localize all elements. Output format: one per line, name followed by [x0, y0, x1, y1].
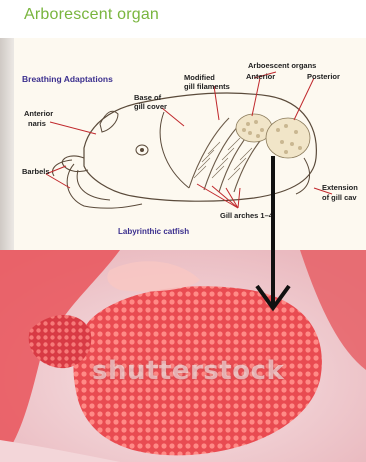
modified-gill-filaments — [194, 138, 252, 180]
watermark-text: shutterstock — [92, 356, 284, 386]
label-anterior-naris-1: Anterior — [24, 109, 53, 118]
label-barbels: Barbels — [22, 167, 50, 176]
label-arboescent-organs: Arboescent organs — [248, 61, 316, 70]
label-modified-2: gill filaments — [184, 82, 230, 91]
label-anterior-naris-2: naris — [28, 119, 46, 128]
barbel-2 — [77, 170, 110, 200]
arborescent-organ-posterior — [266, 118, 310, 158]
diagram-heading: Breathing Adaptations — [22, 74, 113, 84]
label-posterior: Posterior — [307, 72, 340, 81]
slide-title: Arborescent organ — [24, 6, 159, 24]
label-base-1: Base of — [134, 93, 162, 102]
label-extension-2: of gill cav — [322, 193, 357, 202]
down-arrow-icon — [253, 156, 293, 316]
gill-cover-base — [160, 112, 189, 188]
photo-panel: shutterstock — [0, 250, 366, 462]
diagram-caption: Labyrinthic catfish — [118, 227, 189, 236]
diagram-panel: Breathing Adaptations — [14, 38, 366, 250]
label-anterior: Anterior — [246, 72, 275, 81]
label-modified-1: Modified — [184, 73, 215, 82]
label-base-2: gill cover — [134, 102, 167, 111]
fish-pupil — [140, 148, 144, 152]
catfish-diagram: Breathing Adaptations — [14, 38, 366, 250]
label-extension-1: Extension — [322, 183, 358, 192]
